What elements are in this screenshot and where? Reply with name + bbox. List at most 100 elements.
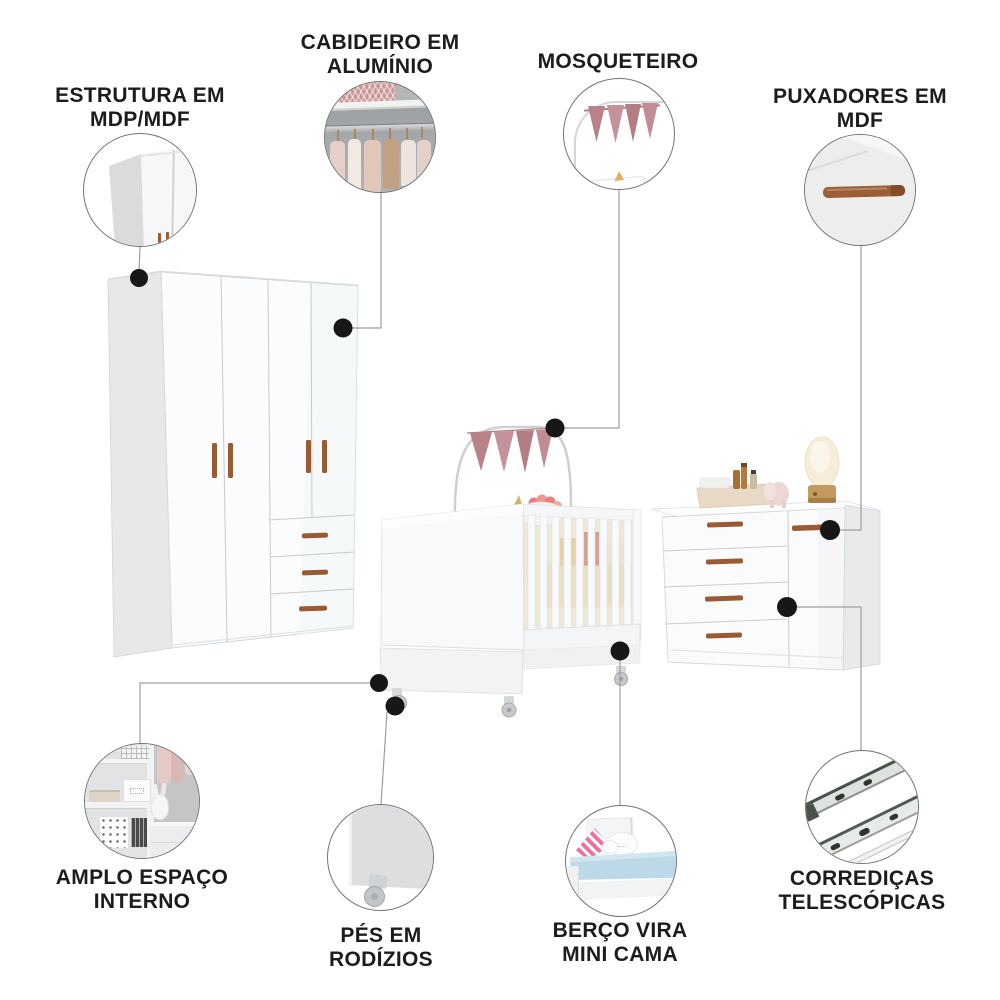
- hanger-hook: [406, 128, 408, 139]
- pes-callout-circle: [327, 804, 434, 911]
- hanging-clothes: [417, 140, 431, 182]
- panel-edge: [805, 150, 868, 174]
- label-line: CABIDEIRO EM: [300, 31, 460, 54]
- connector-lines: [138, 190, 862, 806]
- wardrobe-corner-photo: [84, 134, 196, 246]
- bunny-plush: [151, 794, 169, 820]
- label-puxadores: PUXADORES EM MDF: [773, 85, 947, 133]
- label-line: CORREDIÇAS: [789, 867, 935, 890]
- horn-tip: [614, 171, 624, 181]
- mosqueteiro-callout-circle: [563, 78, 675, 190]
- mini-bed-photo: [566, 806, 676, 916]
- handle-tip-shadow: [890, 184, 906, 197]
- rail-hole: [834, 792, 846, 802]
- folded-blanket: [89, 790, 120, 802]
- rail-hole: [888, 812, 899, 822]
- label-line: MOSQUETEIRO: [537, 50, 699, 73]
- drawer-boxes: [151, 822, 199, 858]
- berco-callout-circle: [565, 805, 677, 917]
- label-line: MDP/MDF: [89, 108, 191, 131]
- wood-handle: [822, 184, 906, 199]
- handle-sheen: [826, 187, 887, 191]
- label-line: ESTRUTURA EM: [55, 84, 225, 107]
- mini-handle: [166, 232, 169, 243]
- wooden-handle-photo: [805, 135, 915, 245]
- rail-end-cap: [806, 803, 820, 822]
- closet-interior-photo: [85, 744, 199, 858]
- label-pes: PÉS EM RODÍZIOS: [329, 924, 433, 972]
- panel-highlight: [836, 135, 915, 163]
- striped-box: [131, 818, 147, 847]
- hanging-clothes: [401, 140, 416, 186]
- hanging-clothes: [364, 140, 381, 192]
- hanger-hook: [354, 129, 356, 140]
- box-label: [130, 788, 144, 794]
- hanging-clothes: [157, 744, 171, 784]
- label-estrutura: ESTRUTURA EM MDP/MDF: [55, 84, 225, 132]
- bunny-ear: [152, 783, 159, 799]
- drawer-line: [151, 842, 199, 843]
- cloud-face: [618, 844, 626, 847]
- bed-leg: [566, 866, 579, 902]
- hanger-hook: [421, 127, 423, 138]
- wardrobe: [107, 270, 359, 658]
- rail-hole: [858, 826, 871, 838]
- rail-hole: [862, 778, 873, 787]
- caster-wheel: [364, 886, 385, 907]
- rail-hole: [829, 842, 842, 852]
- wardrobe-door-handles: [212, 440, 329, 612]
- hanging-clothes: [185, 744, 199, 775]
- side-panel: [109, 154, 144, 246]
- label-line: BERÇO VIRA: [552, 919, 688, 942]
- shelf-board: [85, 802, 147, 809]
- label-line: TELESCÓPICAS: [778, 891, 946, 914]
- label-line: MINI CAMA: [562, 943, 678, 966]
- label-line: INTERNO: [93, 890, 191, 913]
- furniture-panel: [349, 805, 433, 891]
- label-line: AMPLO ESPAÇO: [55, 866, 229, 889]
- mosquito-net-arch: [453, 425, 573, 549]
- checkered-basket: [121, 746, 149, 759]
- hanging-clothes: [383, 139, 399, 189]
- label-cabideiro: CABIDEIRO EM ALUMÍNIO: [301, 31, 460, 79]
- label-line: PUXADORES EM: [773, 85, 947, 108]
- table-lamp: [804, 436, 840, 503]
- label-line: MDF: [836, 109, 884, 132]
- mini-handle: [158, 233, 161, 244]
- estrutura-callout-circle: [83, 133, 197, 247]
- polka-dot-box: [99, 816, 129, 849]
- hanger-hook: [372, 129, 374, 140]
- hanging-clothes: [172, 746, 184, 782]
- hanger-hook: [389, 128, 391, 139]
- label-line: ALUMÍNIO: [326, 55, 434, 78]
- white-box: [123, 779, 151, 802]
- crib-drawer: [379, 647, 524, 695]
- label-amplo: AMPLO ESPAÇO INTERNO: [56, 866, 228, 914]
- pennant-banner-photo: [564, 79, 674, 189]
- closet-rod-hangers-photo: [325, 82, 435, 192]
- wheel-hub: [371, 893, 378, 900]
- label-line: PÉS EM: [340, 924, 422, 947]
- cloud-bump: [602, 840, 618, 854]
- cabideiro-callout-circle: [324, 81, 436, 193]
- label-berco: BERÇO VIRA MINI CAMA: [553, 919, 688, 967]
- gray-blanket: [395, 85, 422, 101]
- dresser: [650, 436, 881, 671]
- caster-wheel-photo: [328, 805, 433, 910]
- label-line: RODÍZIOS: [329, 948, 433, 971]
- corredicas-callout-circle: [805, 750, 919, 864]
- shelf-board: [85, 759, 147, 764]
- elephant-figurine: [764, 482, 789, 508]
- crib: [379, 425, 642, 718]
- hanging-clothes: [348, 139, 361, 192]
- puxadores-callout-circle: [804, 134, 916, 246]
- arch-line: [574, 101, 669, 189]
- hanging-clothes: [330, 141, 345, 189]
- telescopic-slides-photo: [806, 751, 918, 863]
- dresser-decor: [696, 436, 840, 509]
- panel-left-edge: [349, 805, 352, 886]
- crib-slats: [527, 514, 632, 634]
- bunny-ear: [160, 782, 167, 798]
